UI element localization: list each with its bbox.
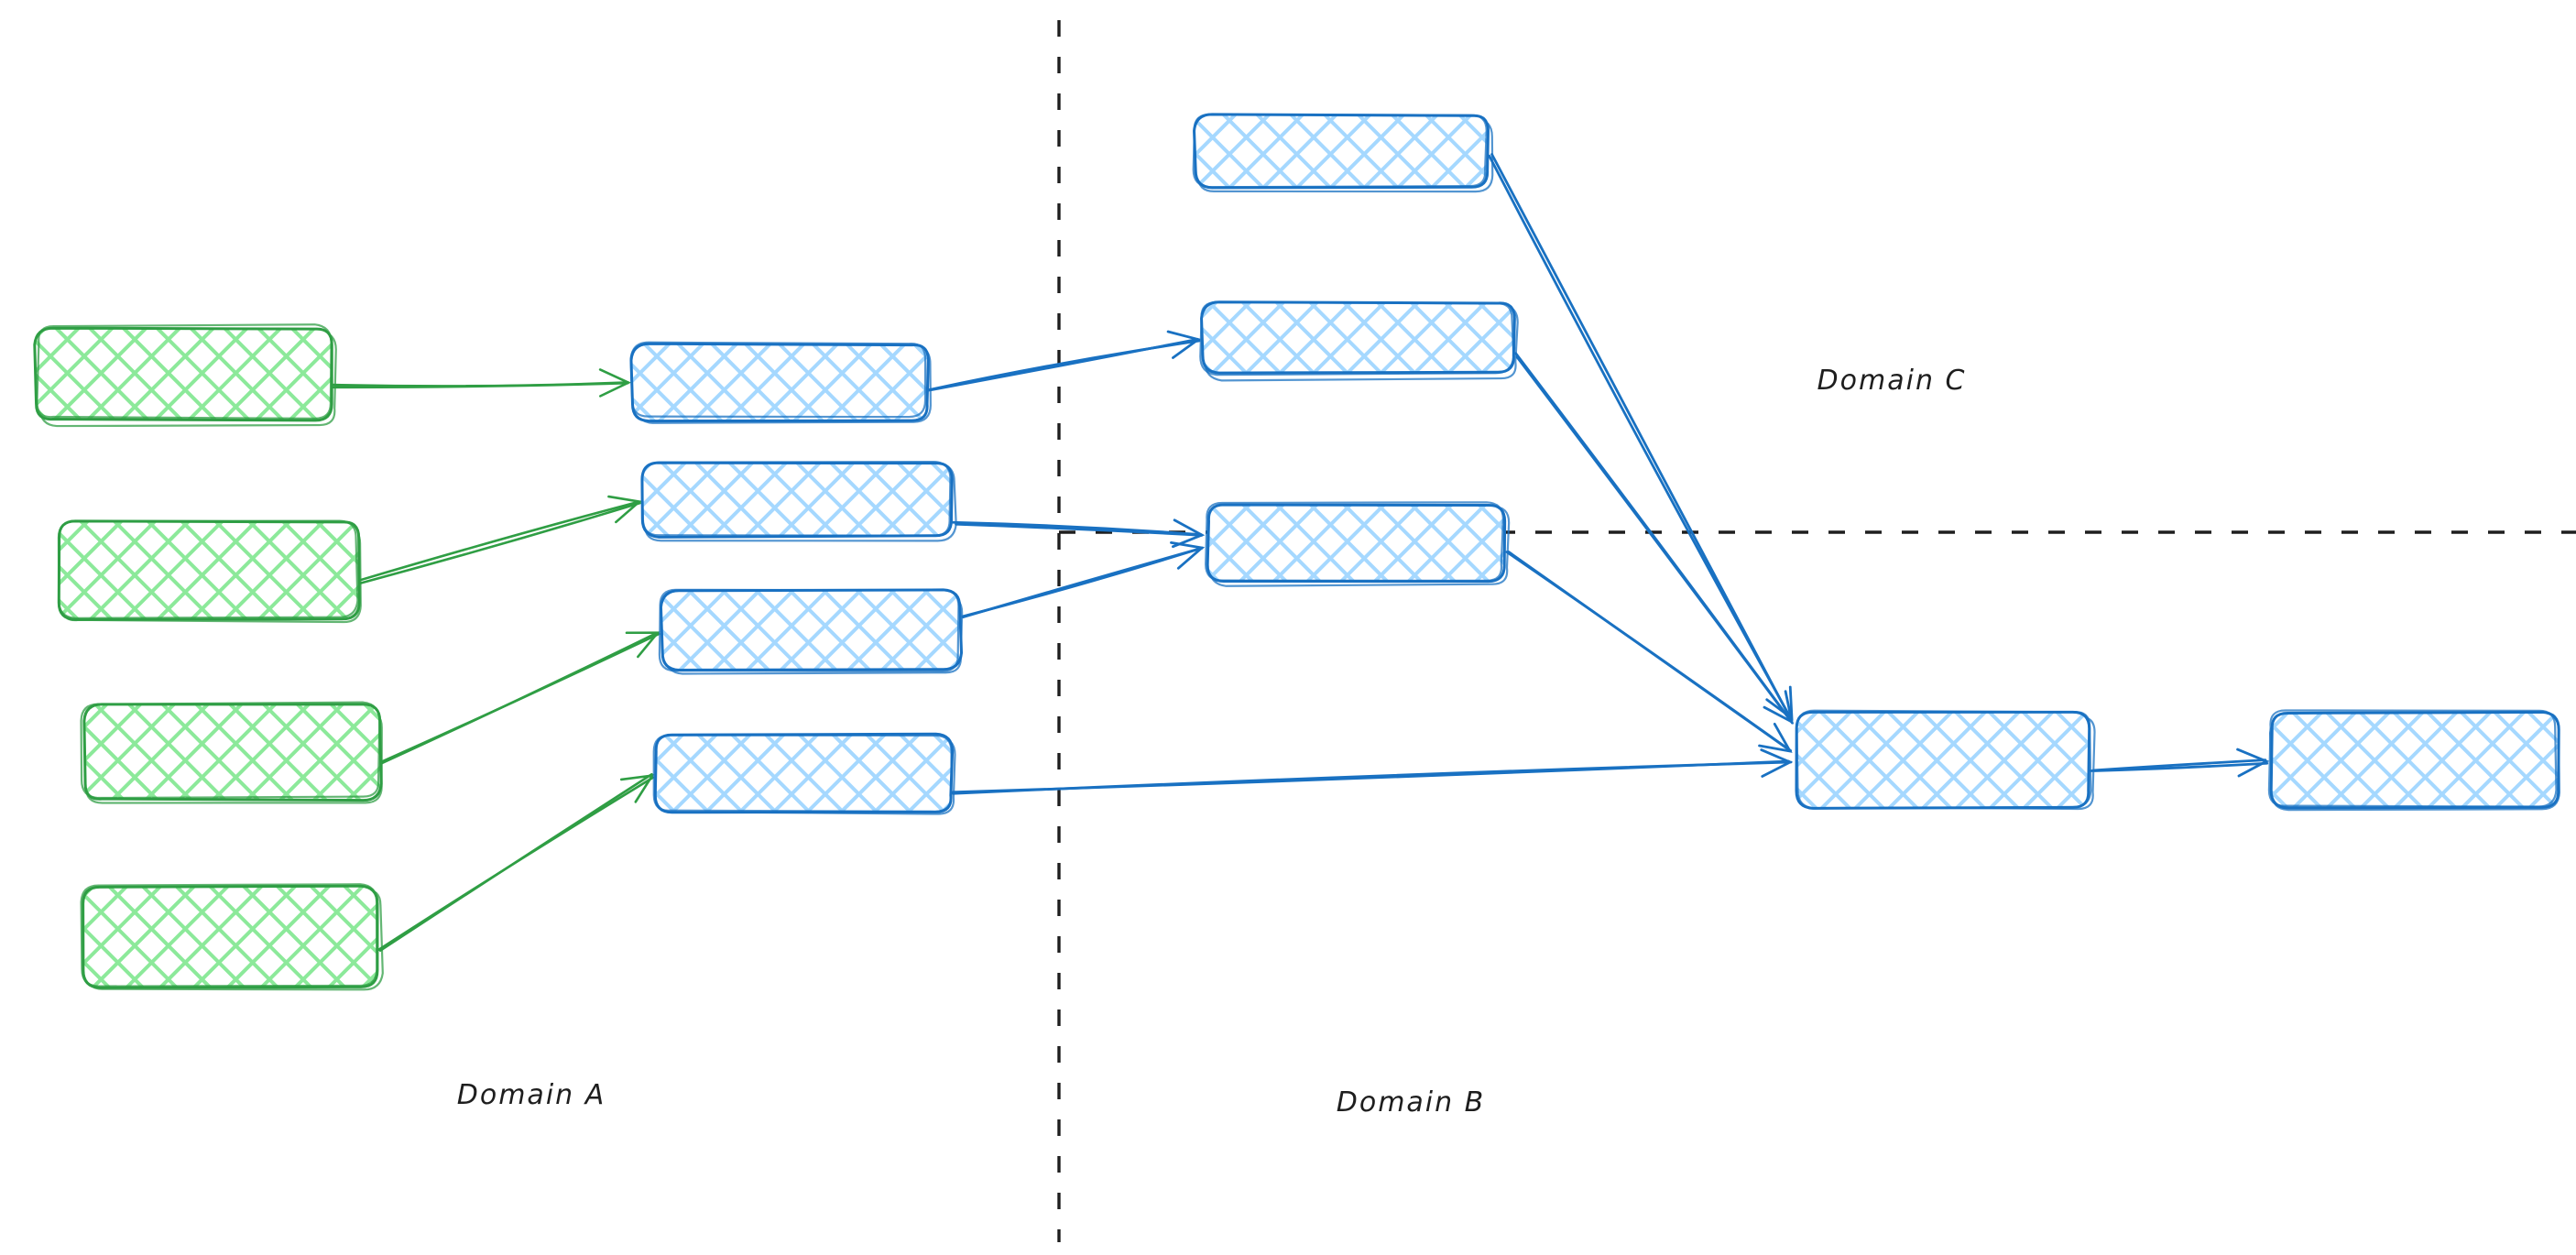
edge-b1-c2 <box>926 330 1202 392</box>
node-body <box>1200 300 1516 375</box>
edge-line <box>961 546 1204 619</box>
node-b4[interactable] <box>652 732 956 815</box>
edge-line <box>377 776 655 952</box>
node-outline-sketch-2 <box>652 734 953 813</box>
edge-arrowhead <box>1170 541 1206 570</box>
edge-line <box>926 337 1199 392</box>
node-outline-sketch-2 <box>80 883 378 988</box>
edge-arrowhead <box>1763 690 1794 725</box>
edge-line <box>955 522 1204 537</box>
edge-a3-b3 <box>379 631 660 765</box>
node-outline-sketch-2 <box>80 701 381 800</box>
edge-line <box>379 631 659 765</box>
node-a3[interactable] <box>80 701 383 804</box>
node-outline-sketch-2 <box>629 341 927 419</box>
node-outline-sketch-2 <box>1199 300 1515 376</box>
edge-c3-d1 <box>1505 551 1793 753</box>
edge-c1-d1 <box>1488 153 1794 721</box>
node-outline-sketch-2 <box>2267 709 2558 808</box>
edge-line <box>358 500 640 582</box>
domain-label-domain-a: Domain A <box>457 1079 606 1111</box>
edge-d1-d2 <box>2090 748 2270 778</box>
edge-arrowhead <box>1166 330 1202 359</box>
dividers-layer <box>1057 20 2576 1242</box>
edge-arrowhead <box>1760 748 1794 778</box>
edge-arrowhead <box>598 368 632 398</box>
edge-arrowhead <box>1758 722 1793 753</box>
edge-line <box>1507 551 1793 753</box>
edge-line <box>356 501 641 585</box>
node-c2[interactable] <box>1199 300 1519 382</box>
node-outline-sketch-2 <box>36 323 333 420</box>
node-body <box>1206 503 1507 584</box>
node-outline-sketch-2 <box>1205 501 1504 582</box>
node-body <box>1795 710 2091 810</box>
node-body <box>33 326 333 422</box>
node-outline-sketch-2 <box>640 460 952 537</box>
node-body <box>659 588 964 671</box>
domain-label-domain-c: Domain C <box>1817 365 1967 397</box>
node-c3[interactable] <box>1205 501 1511 587</box>
node-a2[interactable] <box>57 519 362 624</box>
node-body <box>82 884 379 989</box>
node-body <box>2269 710 2560 810</box>
edge-line <box>1490 153 1792 720</box>
node-a4[interactable] <box>80 883 384 991</box>
node-b3[interactable] <box>658 588 964 675</box>
edge-line <box>1515 355 1794 725</box>
edge-arrowhead <box>607 495 642 524</box>
edge-b3-c3 <box>961 541 1206 619</box>
node-body <box>653 732 955 814</box>
edge-line <box>2090 761 2269 772</box>
node-body <box>1193 113 1490 190</box>
node-outline-sketch-2 <box>1192 113 1488 189</box>
node-b1[interactable] <box>629 341 932 424</box>
node-outline-sketch-2 <box>658 588 960 672</box>
node-d2[interactable] <box>2267 709 2560 812</box>
node-outline-sketch-2 <box>1796 709 2092 810</box>
node-a1[interactable] <box>33 323 337 428</box>
labels-layer: Domain A Domain B Domain C <box>457 365 1967 1119</box>
node-body <box>629 342 930 423</box>
node-outline-sketch-2 <box>57 519 359 619</box>
edge-arrowhead <box>625 631 660 659</box>
edges-layer <box>332 153 2270 952</box>
nodes-layer <box>33 113 2560 991</box>
edge-b2-c3 <box>952 518 1206 549</box>
edge-arrowhead <box>2236 748 2270 778</box>
domain-label-domain-b: Domain B <box>1337 1086 1486 1119</box>
edge-b4-d1 <box>951 748 1794 795</box>
edge-a1-b1 <box>332 368 632 398</box>
node-d1[interactable] <box>1795 709 2096 811</box>
edge-a2-b2 <box>356 495 642 585</box>
edge-arrowhead <box>1172 518 1206 549</box>
node-b2[interactable] <box>640 460 957 542</box>
node-body <box>82 703 383 802</box>
edge-c2-d1 <box>1514 352 1794 725</box>
node-c1[interactable] <box>1192 113 1494 193</box>
edge-line <box>332 381 629 389</box>
edge-line <box>952 760 1793 795</box>
node-body <box>57 519 361 621</box>
edge-a4-b4 <box>377 772 655 952</box>
edge-line <box>1488 154 1793 721</box>
edge-arrowhead <box>619 774 655 803</box>
node-body <box>640 461 954 539</box>
